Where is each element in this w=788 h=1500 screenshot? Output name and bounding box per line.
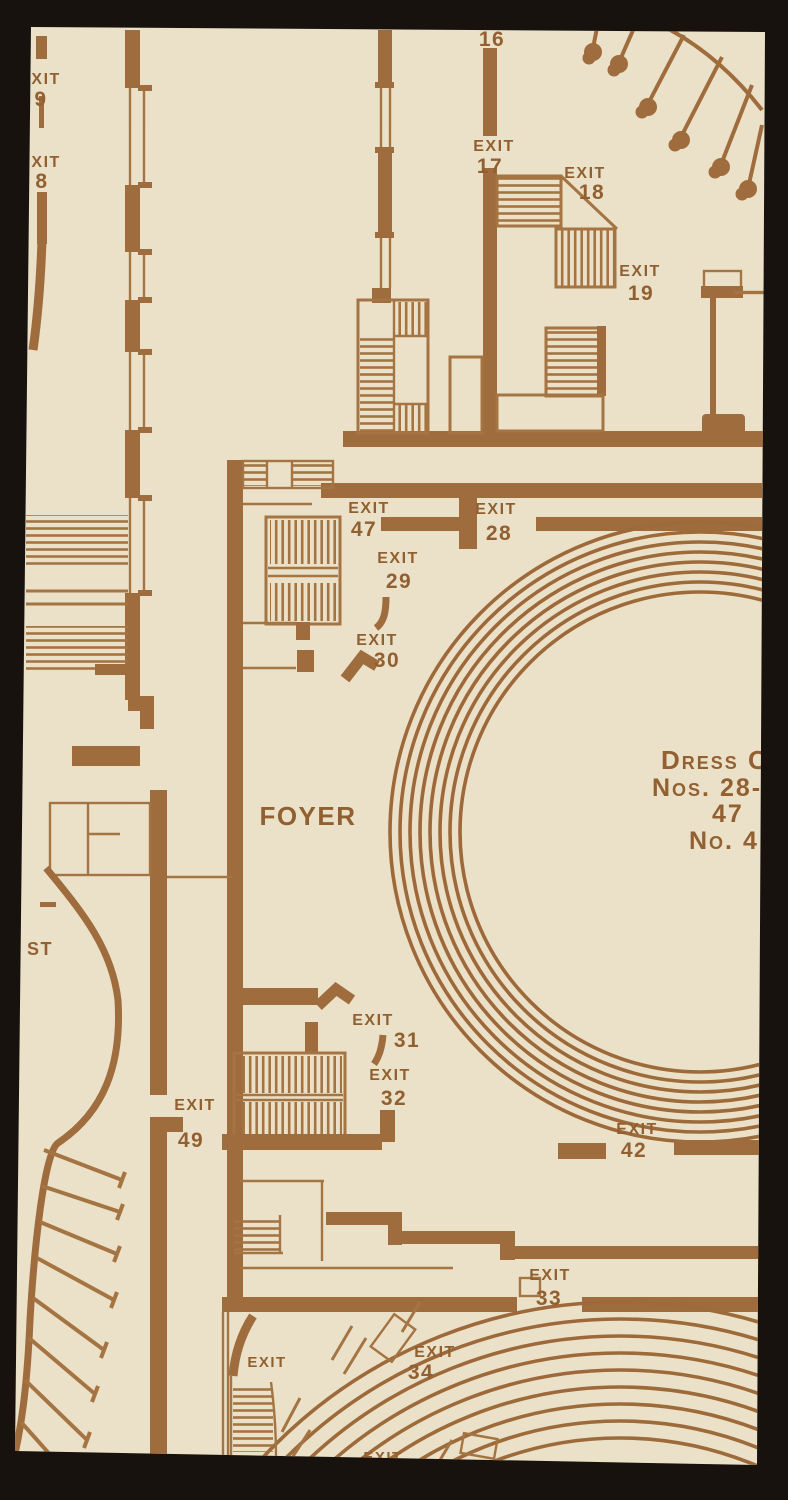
exit49-corridor-wall bbox=[150, 790, 183, 1458]
exit-49-label: EXIT bbox=[174, 1097, 216, 1114]
central-stair-tower bbox=[356, 298, 430, 435]
exit-42-number: 42 bbox=[621, 1139, 647, 1162]
corridor-walls bbox=[321, 483, 762, 549]
curved-wall-and-fan bbox=[15, 865, 127, 1465]
exit-18-number: 18 bbox=[579, 181, 605, 204]
exit42-wall bbox=[558, 1140, 762, 1159]
exit-42-label: EXIT bbox=[616, 1121, 658, 1138]
small-stair-lower bbox=[234, 1215, 283, 1255]
exit-31-number: 31 bbox=[394, 1029, 420, 1052]
lower-balcony-arcs bbox=[130, 1300, 765, 1465]
lobby-wall-bar bbox=[72, 746, 140, 766]
exit31-door bbox=[242, 981, 395, 1142]
foyer-label: FOYER bbox=[259, 801, 356, 831]
exit17-wall bbox=[483, 48, 497, 434]
lower-bowl-doors bbox=[280, 1301, 499, 1461]
exit-18-label: EXIT bbox=[564, 165, 606, 182]
small-room bbox=[448, 355, 484, 435]
second-windowed-wall bbox=[372, 30, 394, 303]
exit-49-number: 49 bbox=[178, 1129, 204, 1152]
street-label: ST bbox=[27, 939, 53, 959]
window-glazing bbox=[128, 88, 146, 593]
labels: 16 EXIT 17 EXIT 18 EXIT 19 EXIT 9 EXIT 8… bbox=[19, 28, 769, 1465]
exit-47-number: 47 bbox=[351, 518, 377, 541]
exit30-door bbox=[340, 596, 390, 683]
upper-room-block bbox=[241, 459, 335, 506]
exit-28-label: EXIT bbox=[475, 501, 517, 518]
exit-33-number: 33 bbox=[536, 1287, 562, 1310]
dress-circle-arcs bbox=[388, 520, 765, 1144]
exit-9-number: 9 bbox=[34, 88, 47, 111]
curved-stair-bottom-left bbox=[221, 1312, 278, 1457]
exit-30-number: 30 bbox=[374, 649, 400, 672]
exit-34-number: 34 bbox=[408, 1361, 434, 1384]
exit-19-label: EXIT bbox=[619, 263, 661, 280]
exit-34-label: EXIT bbox=[414, 1344, 456, 1361]
seating-note-line3: 47 bbox=[712, 800, 744, 828]
exit-47-label: EXIT bbox=[348, 500, 390, 517]
left-rooms bbox=[40, 801, 232, 907]
upper-stairwell bbox=[243, 515, 342, 672]
foyer-left-wall bbox=[227, 460, 243, 1312]
exit-29-label: EXIT bbox=[377, 550, 419, 567]
exit-17-label: EXIT bbox=[473, 138, 515, 155]
window-jambs bbox=[138, 85, 152, 596]
exit-left-label: EXIT bbox=[247, 1354, 286, 1371]
stairs-platform-right bbox=[495, 326, 606, 433]
baseline-wall bbox=[343, 431, 763, 447]
top-right-pier bbox=[701, 269, 765, 435]
exit-8-number: 8 bbox=[35, 170, 48, 193]
left-edge-walls bbox=[28, 36, 47, 351]
exit-17-number: 17 bbox=[477, 155, 503, 178]
plan-ink: 16 EXIT 17 EXIT 18 EXIT 19 EXIT 9 EXIT 8… bbox=[15, 27, 769, 1465]
exit-33-label: EXIT bbox=[529, 1267, 571, 1284]
seating-note-line4: No. 4 bbox=[689, 827, 759, 855]
lower-stairwell bbox=[222, 1051, 382, 1150]
fan-spokes bbox=[19, 1148, 127, 1465]
exit-30-label: EXIT bbox=[356, 632, 398, 649]
exit-28-number: 28 bbox=[486, 522, 512, 545]
exit-16-number: 16 bbox=[479, 28, 505, 51]
stairs-exit18 bbox=[495, 174, 619, 289]
exit-19-number: 19 bbox=[628, 282, 654, 305]
exit-32-label: EXIT bbox=[369, 1067, 411, 1084]
left-windowed-wall bbox=[72, 30, 154, 766]
left-staircase bbox=[26, 515, 133, 675]
seating-note-line1: Dress C bbox=[661, 745, 769, 775]
seating-note-line2: Nos. 28- bbox=[652, 774, 762, 802]
exit-29-number: 29 bbox=[386, 570, 412, 593]
colonnade-fan bbox=[582, 27, 764, 201]
exit-32-number: 32 bbox=[381, 1087, 407, 1110]
exit-31-label: EXIT bbox=[352, 1012, 394, 1029]
